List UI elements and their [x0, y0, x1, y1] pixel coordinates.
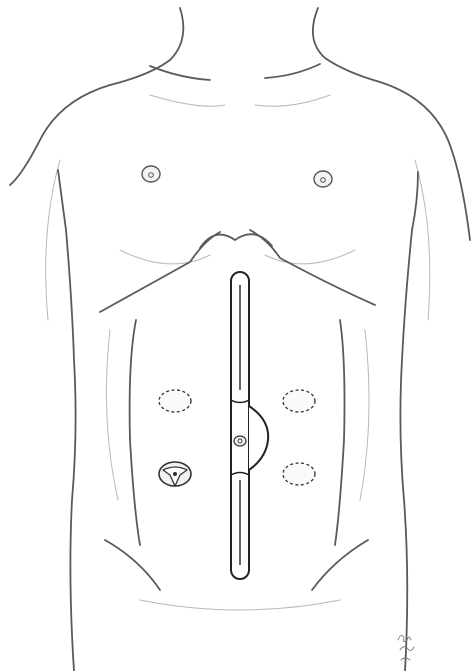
placed-port-lower-left [159, 462, 191, 486]
midline-incision [231, 272, 268, 579]
nipple-right [314, 171, 332, 187]
port-site-upper-right [283, 390, 315, 412]
nipple-left [142, 166, 160, 182]
umbilical-port-icon [234, 436, 246, 446]
port-site-lower-right [283, 463, 315, 485]
port-site-upper-left [159, 390, 191, 412]
